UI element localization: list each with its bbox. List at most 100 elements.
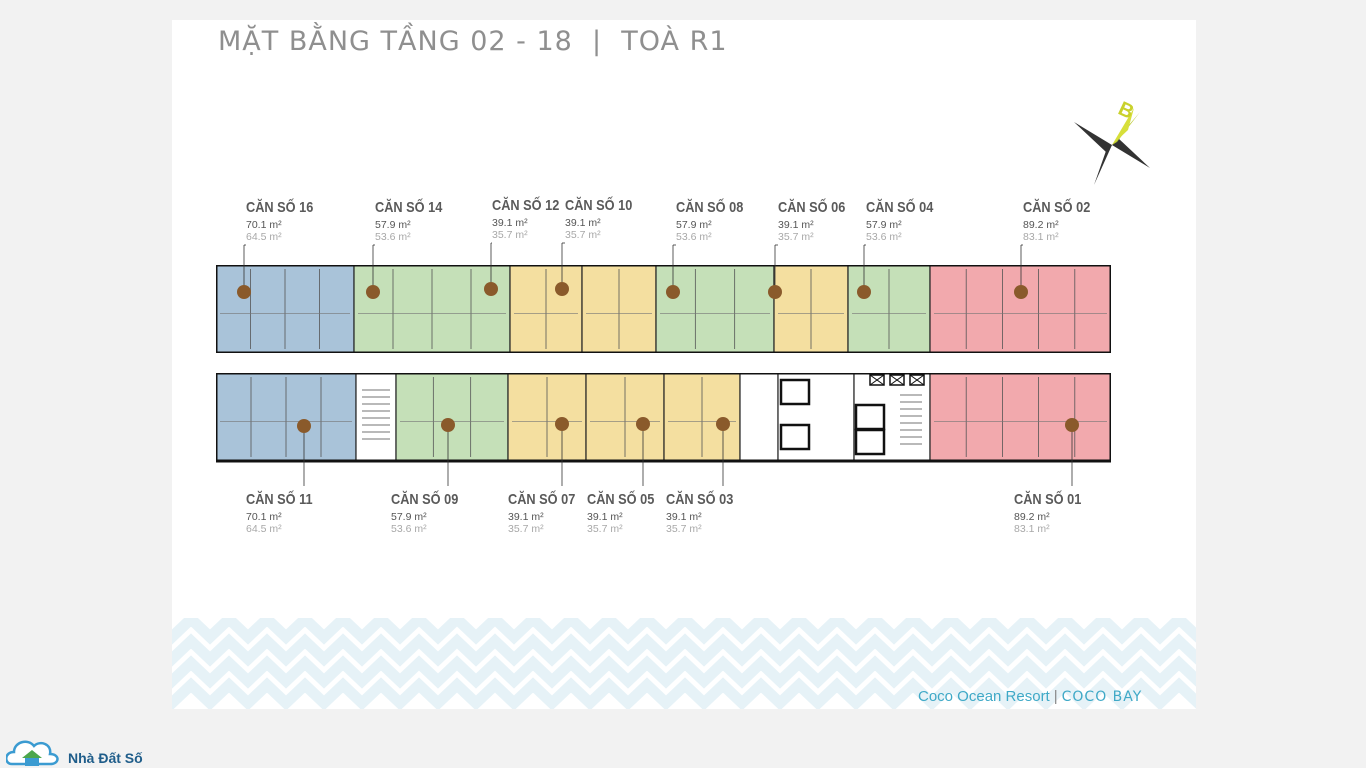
house-cloud-icon (6, 740, 59, 766)
resort-name: Coco Ocean Resort (918, 688, 1050, 705)
unit-area-total: 70.1 m² (246, 219, 282, 231)
wave-decoration (172, 618, 1196, 709)
unit-name: CĂN SỐ 05 (587, 491, 655, 508)
elevator-shaft (779, 423, 811, 451)
unit-bottom (929, 372, 1111, 462)
unit-name: CĂN SỐ 04 (866, 199, 934, 216)
cocobay-logo: COCO BAY (1061, 689, 1143, 705)
unit-bottom (739, 372, 779, 462)
unit-marker (716, 417, 730, 431)
elevator-shaft (779, 378, 811, 406)
unit-area-usable: 64.5 m² (246, 522, 282, 535)
unit-marker (768, 285, 782, 299)
bottom-block (216, 371, 1111, 463)
unit-area-total: 57.9 m² (866, 219, 902, 231)
unit-name: CĂN SỐ 16 (246, 199, 314, 216)
north-arrow-icon: B (1074, 100, 1150, 185)
unit-name: CĂN SỐ 08 (676, 199, 744, 216)
unit-marker (237, 285, 251, 299)
corridor (216, 353, 1111, 373)
watermark-text: Nhà Đất Số (68, 750, 143, 766)
unit-marker (555, 282, 569, 296)
unit-markers (237, 282, 1079, 433)
unit-marker (441, 418, 455, 432)
unit-name: CĂN SỐ 06 (778, 199, 846, 216)
wave-row (172, 677, 1196, 709)
unit-name: CĂN SỐ 14 (375, 199, 443, 216)
shaft-cross (869, 374, 885, 386)
unit-area-total: 89.2 m² (1023, 219, 1059, 231)
unit-area-total: 39.1 m² (587, 511, 623, 523)
unit-area-usable: 83.1 m² (1014, 522, 1050, 535)
wave-row (172, 633, 1196, 667)
unit-area-usable: 83.1 m² (1023, 230, 1059, 243)
unit-top (929, 265, 1111, 354)
unit-area-usable: 35.7 m² (587, 522, 623, 535)
unit-area-total: 70.1 m² (246, 511, 282, 523)
unit-marker (666, 285, 680, 299)
unit-area-usable: 35.7 m² (492, 228, 528, 241)
unit-area-usable: 53.6 m² (866, 230, 902, 243)
unit-area-total: 39.1 m² (666, 511, 702, 523)
unit-marker (1014, 285, 1028, 299)
unit-area-usable: 35.7 m² (508, 522, 544, 535)
unit-area-usable: 53.6 m² (391, 522, 427, 535)
unit-area-total: 57.9 m² (375, 219, 411, 231)
unit-top (655, 265, 775, 354)
floor-plan-slide: MẶT BẰNG TẦNG 02 - 18 | TOÀ R1 B CĂN SỐ … (172, 20, 1196, 709)
unit-marker (1065, 418, 1079, 432)
unit-area-total: 39.1 m² (565, 217, 601, 229)
shaft-cross (889, 374, 905, 386)
core-block (216, 353, 1111, 456)
unit-marker (857, 285, 871, 299)
unit-area-usable: 35.7 m² (666, 522, 702, 535)
unit-area-total: 39.1 m² (508, 511, 544, 523)
brand-footer: Coco Ocean Resort|COCO BAY (918, 688, 1142, 705)
unit-name: CĂN SỐ 03 (666, 491, 734, 508)
unit-bottom (355, 372, 397, 462)
unit-name: CĂN SỐ 02 (1023, 199, 1091, 216)
unit-marker (366, 285, 380, 299)
unit-marker (484, 282, 498, 296)
wave-row (172, 655, 1196, 689)
unit-area-usable: 64.5 m² (246, 230, 282, 243)
compass-letter: B (1115, 100, 1137, 124)
unit-area-usable: 53.6 m² (375, 230, 411, 243)
unit-name: CĂN SỐ 10 (565, 197, 633, 214)
unit-marker (555, 417, 569, 431)
shaft-cross (909, 374, 925, 386)
elevator-shaft (854, 428, 886, 456)
elevator-shaft (854, 403, 886, 431)
unit-area-total: 57.9 m² (391, 511, 427, 523)
unit-name: CĂN SỐ 12 (492, 197, 560, 214)
unit-area-total: 57.9 m² (676, 219, 712, 231)
unit-area-usable: 35.7 m² (565, 228, 601, 241)
unit-name: CĂN SỐ 07 (508, 491, 576, 508)
unit-marker (297, 419, 311, 433)
top-block (216, 265, 1111, 355)
unit-bottom (395, 372, 509, 462)
brand-separator: | (1053, 688, 1058, 705)
unit-area-usable: 35.7 m² (778, 230, 814, 243)
page-title: MẶT BẰNG TẦNG 02 - 18 | TOÀ R1 (218, 26, 728, 57)
unit-name: CĂN SỐ 11 (246, 491, 313, 508)
floor-plan (216, 265, 1111, 463)
unit-area-usable: 53.6 m² (676, 230, 712, 243)
unit-name: CĂN SỐ 09 (391, 491, 459, 508)
unit-area-total: 39.1 m² (492, 217, 528, 229)
unit-marker (636, 417, 650, 431)
